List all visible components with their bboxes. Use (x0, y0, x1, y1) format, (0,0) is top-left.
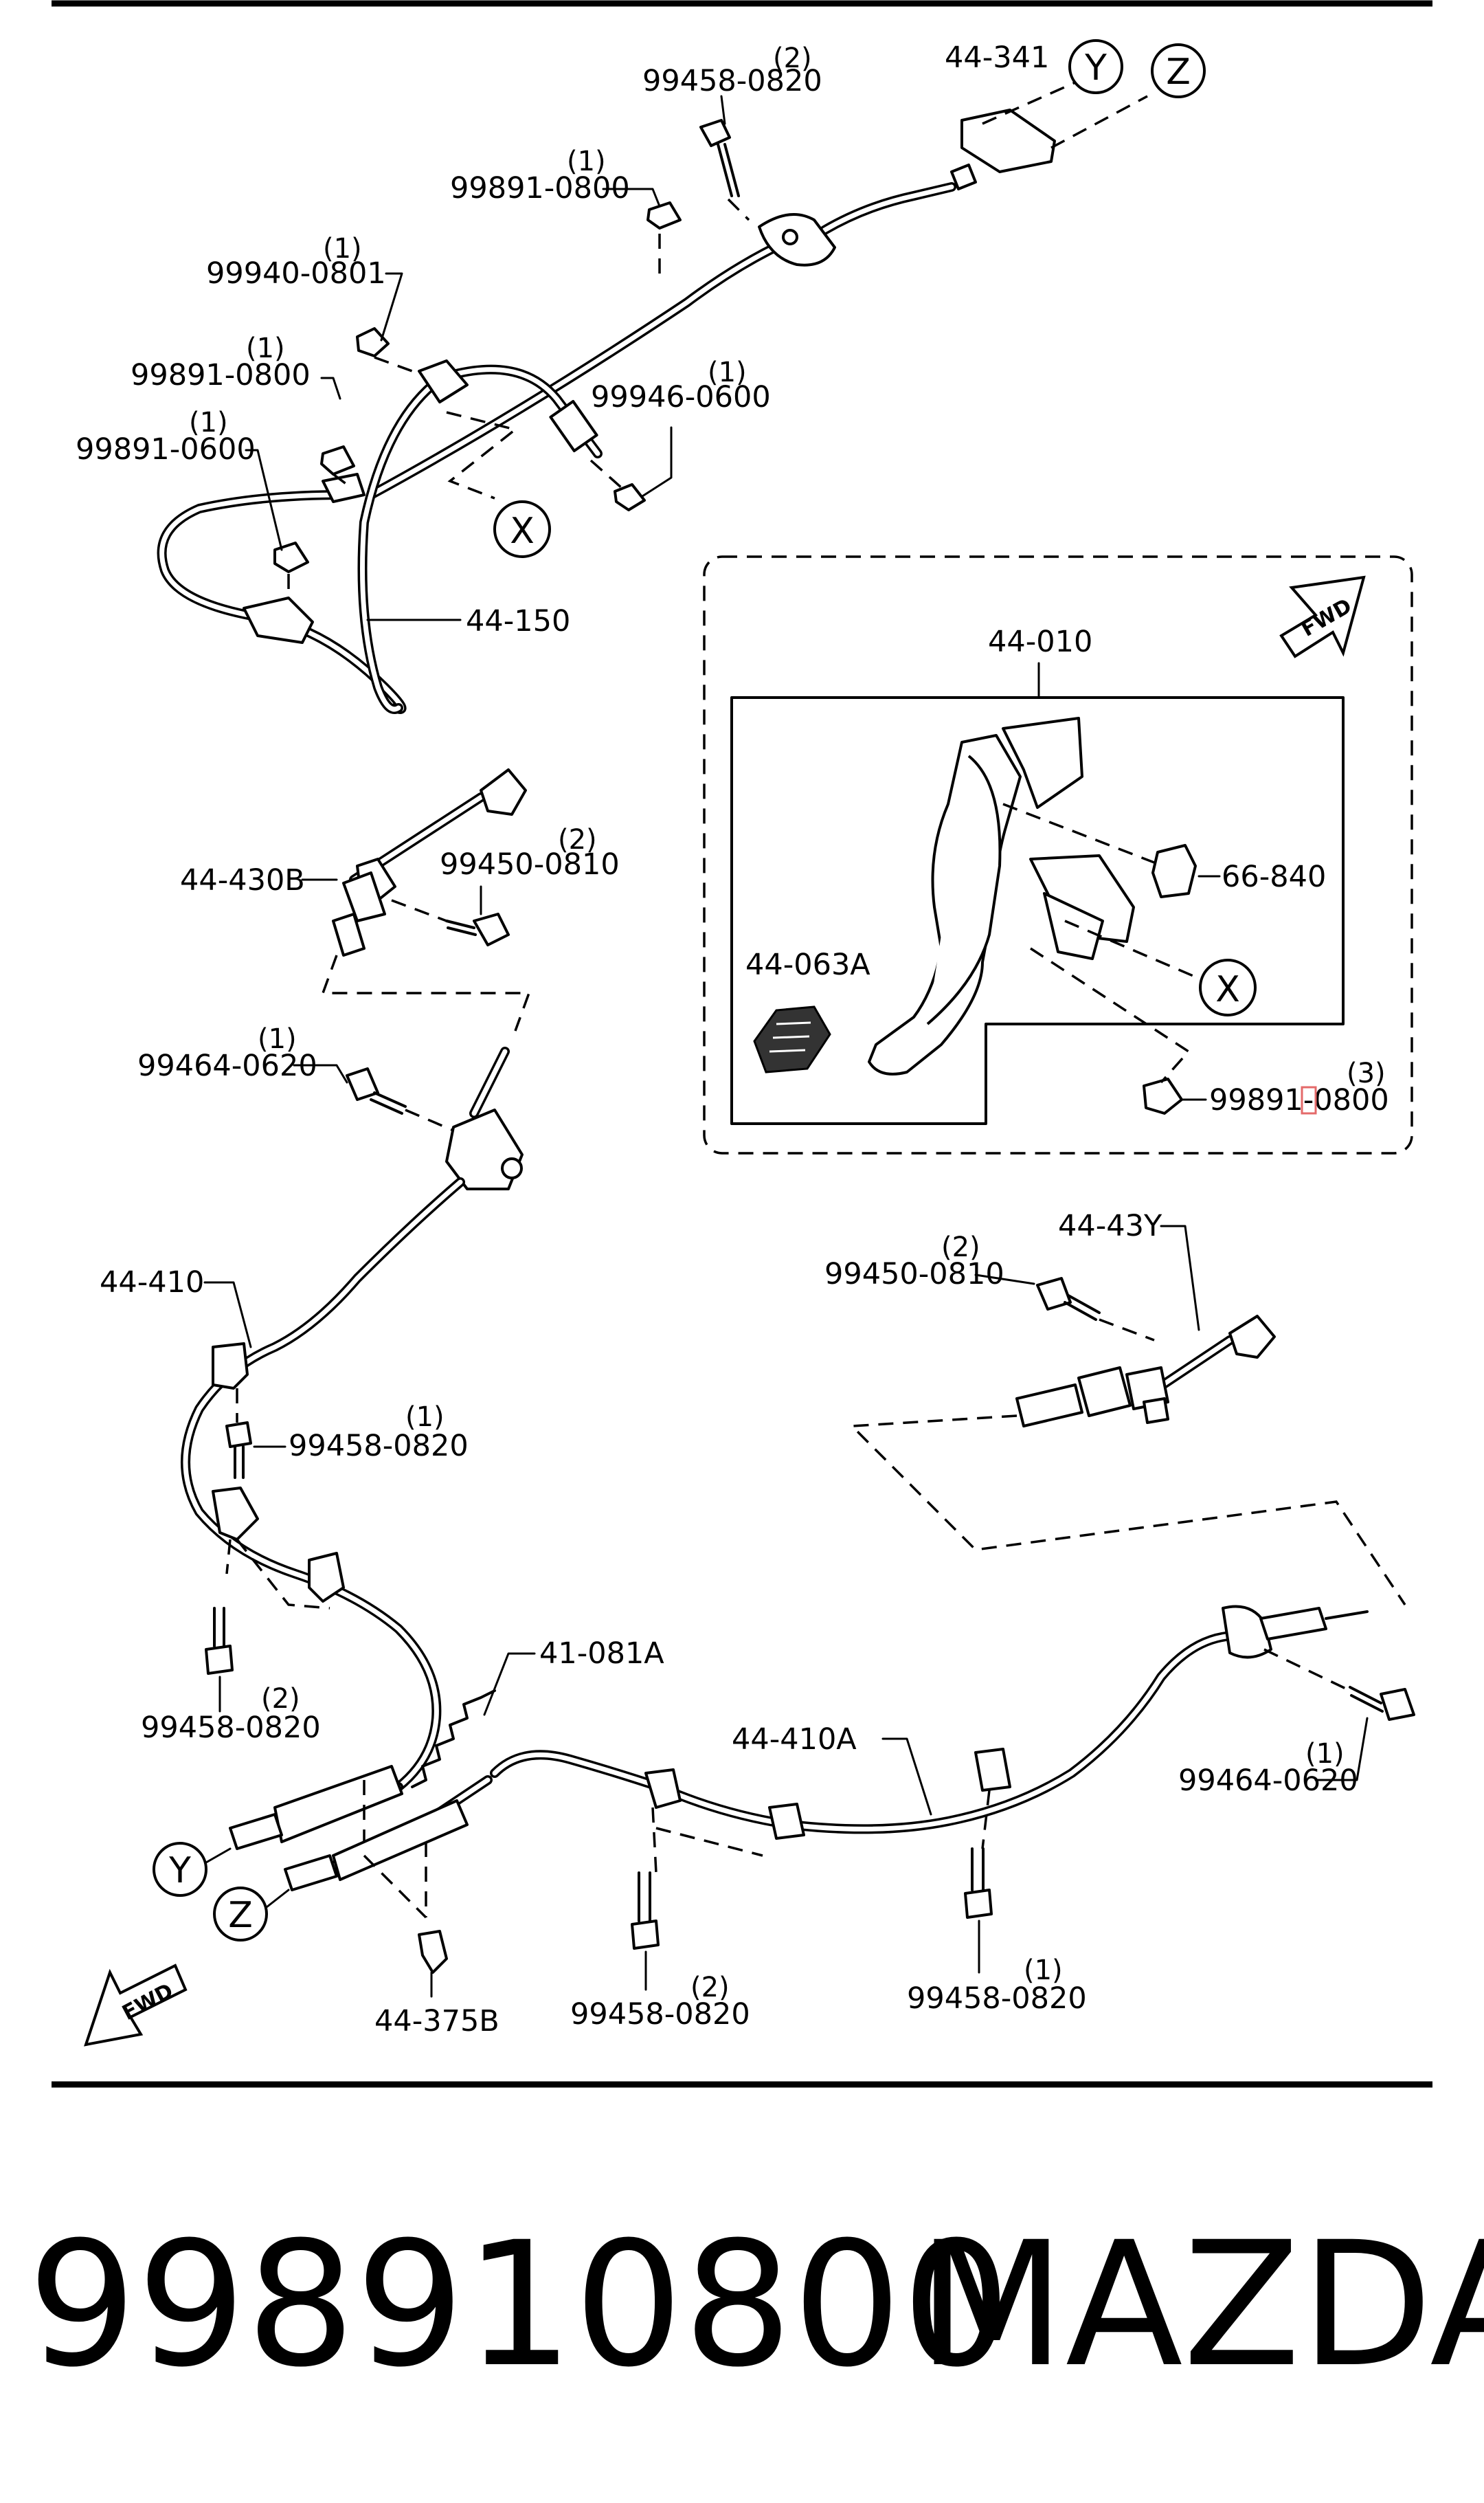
part-99458-0820-d: 99458-0820 (570, 1997, 750, 2032)
part-66-840: 66-840 (1222, 860, 1326, 894)
fwd-arrow-lower: FWD (84, 1964, 188, 2047)
part-99946-0600: 99946-0600 (591, 380, 771, 414)
callout-z-lower: Z (213, 1887, 268, 1942)
part-highlight-box (1301, 1086, 1317, 1115)
part-41-081A: 41-081A (539, 1636, 664, 1671)
part-99891-0800-inset: 99891-0800 (1209, 1083, 1389, 1117)
qty-99891-inset: (3) (1347, 1058, 1386, 1089)
callout-x-inset-label: X (1215, 969, 1240, 1010)
part-99458-0820-c: 99458-0820 (141, 1711, 321, 1745)
part-44-410: 44-410 (100, 1265, 204, 1300)
callout-z-label: Z (1166, 52, 1191, 93)
part-44-375B: 44-375B (374, 2004, 499, 2038)
footer-part-number: 998910800 (27, 2205, 1011, 2405)
qty-99458-c: (2) (261, 1683, 300, 1715)
qty-99450-b: (2) (941, 1232, 980, 1263)
callout-z-lower-label: Z (228, 1895, 253, 1936)
cable-44-410 (181, 1047, 524, 1919)
callout-y-lower-label: Y (168, 1850, 191, 1891)
callout-z-top: Z (1151, 43, 1206, 98)
part-99458-0820-e: 99458-0820 (907, 1981, 1087, 2016)
part-44-410A: 44-410A (732, 1722, 857, 1757)
part-99458-top: 99458-0820 (642, 64, 822, 98)
part-99450-0810-b: 99450-0810 (824, 1257, 1004, 1291)
clip-44-375B (418, 1930, 448, 1998)
rear-cable-assembly-44-150 (157, 109, 1056, 714)
part-44-341: 44-341 (945, 41, 1049, 75)
part-99450-0810-a: 99450-0810 (440, 847, 620, 882)
part-99458-0820-b: 99458-0820 (289, 1429, 469, 1463)
qty-99891-0600: (1) (189, 407, 228, 438)
callout-y-lower: Y (153, 1842, 207, 1897)
part-44-430B: 44-430B (180, 863, 305, 898)
part-99891-0600: 99891-0600 (76, 432, 256, 467)
qty-99464-a: (1) (258, 1023, 297, 1055)
footer-brand: MAZDA (917, 2205, 1484, 2405)
qty-99458-b: (1) (405, 1401, 445, 1433)
qty-99891-0800-a: (1) (567, 146, 606, 177)
qty-99458-e: (1) (1024, 1955, 1063, 1986)
fwd-arrow-inset: FWD (1279, 575, 1366, 658)
front-cable-44-430B (321, 768, 531, 1032)
qty-99891-0800-b: (1) (246, 333, 285, 364)
callout-y-top: Y (1068, 39, 1123, 94)
qty-99946: (1) (708, 357, 747, 388)
front-cable-44-43Y (849, 1277, 1406, 1605)
upper-dashed-guides (287, 81, 1148, 598)
qty-99458-top: (2) (773, 43, 812, 74)
inset-parking-lever: 44-010 FWD 44-063A 66-840 (3) 99891-0800 (703, 555, 1413, 1155)
qty-99464-b: (1) (1305, 1738, 1345, 1770)
callout-x-label: X (510, 511, 535, 552)
part-44-010: 44-010 (988, 625, 1092, 659)
qty-99458-d: (2) (690, 1972, 730, 2003)
callout-x-top: X (493, 500, 551, 558)
qty-99450-a: (2) (558, 824, 597, 856)
part-99940-0801: 99940-0801 (206, 256, 386, 291)
part-99464-0620-a: 99464-0620 (137, 1049, 317, 1083)
cable-44-410A (490, 1605, 1415, 1950)
part-99891-0800-b: 99891-0800 (131, 358, 311, 392)
part-99891-0800-a: 99891-0800 (450, 171, 630, 205)
part-44-063A: 44-063A (745, 948, 870, 982)
part-44-43Y: 44-43Y (1058, 1209, 1162, 1243)
inset-lever-box (730, 696, 1345, 1125)
qty-99940: (1) (323, 233, 362, 265)
inset-frame (703, 555, 1413, 1155)
part-44-150: 44-150 (466, 604, 570, 638)
callout-y-label: Y (1084, 47, 1107, 89)
upper-leaders (245, 95, 726, 621)
